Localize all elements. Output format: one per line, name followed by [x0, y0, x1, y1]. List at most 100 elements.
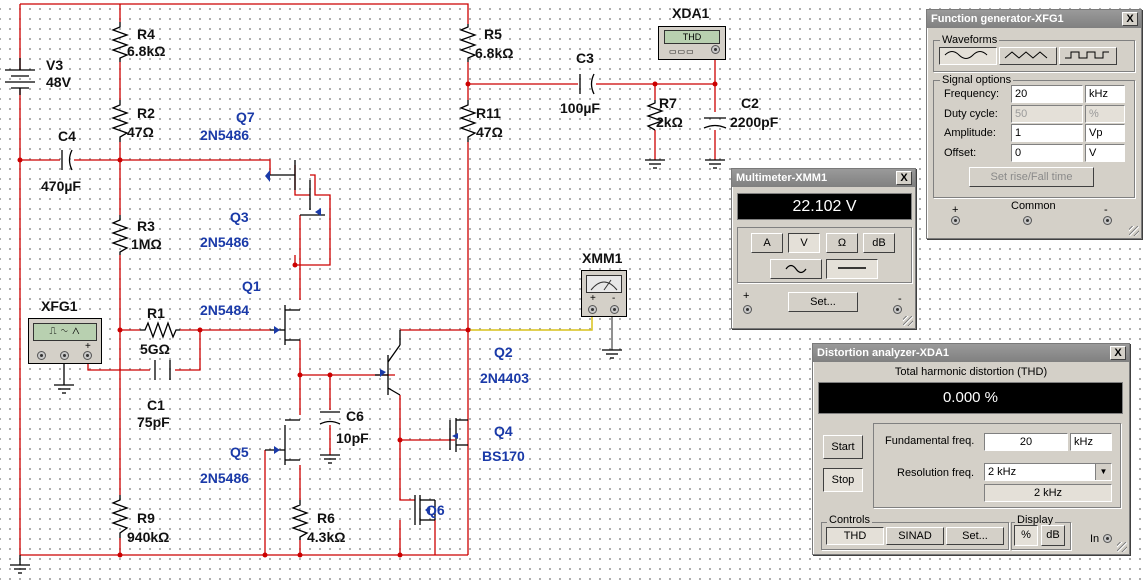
- function-generator-window[interactable]: Function generator-XFG1 X Waveforms Sign…: [926, 9, 1142, 239]
- resolution-freq-value: 2 kHz: [988, 466, 1017, 478]
- dc-line-icon: [838, 267, 866, 269]
- amplitude-input[interactable]: 1: [1011, 124, 1083, 142]
- xfg1-ref: XFG1: [41, 298, 78, 314]
- r7-ref: R7: [659, 95, 677, 111]
- multimeter-display: 22.102 V: [737, 193, 912, 220]
- start-button[interactable]: Start: [823, 435, 863, 459]
- signal-options-label: Signal options: [940, 74, 1014, 86]
- q3-ref: Q3: [230, 209, 249, 225]
- chevron-down-icon[interactable]: ▼: [1095, 464, 1111, 480]
- r2-ref: R2: [137, 105, 155, 121]
- c3-ref: C3: [576, 50, 594, 66]
- distortion-analyzer-instrument[interactable]: THD ▭▭▭: [658, 26, 726, 60]
- r1-ref: R1: [147, 305, 165, 321]
- frequency-settings-group: [873, 423, 1121, 508]
- da-terminal-in[interactable]: [1103, 534, 1112, 543]
- ground-icon-r7: [645, 159, 665, 169]
- multimeter-set-button[interactable]: Set...: [788, 292, 858, 312]
- r7-value: 2kΩ: [656, 114, 683, 130]
- capacitor-c2-symbol: [703, 117, 727, 129]
- da-close-button[interactable]: X: [1110, 346, 1126, 360]
- mm-minus-label: -: [898, 293, 902, 305]
- da-title: Distortion analyzer-XDA1: [817, 347, 950, 359]
- xda1-screen: THD: [664, 30, 720, 44]
- fundamental-freq-unit[interactable]: kHz: [1070, 433, 1112, 451]
- mm-close-button[interactable]: X: [896, 171, 912, 185]
- set-rise-fall-button[interactable]: Set rise/Fall time: [969, 167, 1094, 187]
- mm-terminal-plus[interactable]: [743, 305, 752, 314]
- q7-ref: Q7: [236, 109, 255, 125]
- distortion-analyzer-window[interactable]: Distortion analyzer-XDA1 X Total harmoni…: [812, 343, 1130, 555]
- c4-value: 470µF: [41, 178, 81, 194]
- fg-close-button[interactable]: X: [1122, 12, 1138, 26]
- c1-ref: C1: [147, 397, 165, 413]
- xda1-terminal-in[interactable]: [711, 45, 720, 54]
- ground-icon-main: [10, 555, 30, 574]
- function-generator-instrument[interactable]: ⎍ ∿ ⋀ +: [28, 318, 102, 364]
- mode-ohmmeter-button[interactable]: Ω: [826, 233, 858, 253]
- mode-voltmeter-button[interactable]: V: [788, 233, 820, 253]
- sine-wave-button[interactable]: [939, 47, 997, 65]
- fundamental-freq-label: Fundamental freq.: [885, 435, 975, 447]
- transistor-q6-symbol: [414, 495, 436, 525]
- stop-button[interactable]: Stop: [823, 468, 863, 492]
- mode-db-button[interactable]: dB: [863, 233, 895, 253]
- frequency-input[interactable]: 20: [1011, 85, 1083, 103]
- xfg1-terminal-minus[interactable]: [37, 351, 46, 360]
- triangle-wave-button[interactable]: [999, 47, 1057, 65]
- thd-label: Total harmonic distortion (THD): [894, 366, 1048, 378]
- display-label: Display: [1015, 514, 1056, 526]
- multimeter-window[interactable]: Multimeter-XMM1 X 22.102 V A V Ω dB + Se…: [731, 168, 916, 329]
- thd-mode-button[interactable]: THD: [826, 527, 884, 545]
- ac-mode-button[interactable]: [770, 259, 822, 279]
- r3-ref: R3: [137, 218, 155, 234]
- da-set-button[interactable]: Set...: [946, 527, 1004, 545]
- q4-value: BS170: [482, 448, 525, 464]
- fg-resize-grip[interactable]: [1129, 226, 1139, 236]
- q6-ref: Q6: [426, 502, 445, 518]
- resistor-r11-symbol: [459, 100, 477, 142]
- thd-display: 0.000 %: [818, 382, 1123, 414]
- offset-input[interactable]: 0: [1011, 144, 1083, 162]
- xmm1-terminal-minus[interactable]: [610, 305, 619, 314]
- square-wave-button[interactable]: [1059, 47, 1117, 65]
- fg-terminal-minus[interactable]: [1103, 216, 1112, 225]
- frequency-unit[interactable]: kHz: [1085, 85, 1125, 103]
- c1-value: 75pF: [137, 414, 170, 430]
- c6-value: 10pF: [336, 430, 369, 446]
- c4-ref: C4: [58, 128, 76, 144]
- ground-icon-c2: [705, 159, 725, 169]
- xfg1-terminal-plus[interactable]: [83, 351, 92, 360]
- offset-label: Offset:: [944, 147, 977, 159]
- controls-group: [821, 522, 1009, 550]
- mm-resize-grip[interactable]: [903, 316, 913, 326]
- resolution-freq-select[interactable]: 2 kHz ▼: [984, 463, 1112, 481]
- xmm1-terminal-plus[interactable]: [588, 305, 597, 314]
- c2-ref: C2: [741, 95, 759, 111]
- dc-mode-button[interactable]: [826, 259, 878, 279]
- r5-ref: R5: [484, 26, 502, 42]
- triangle-wave-icon: [1004, 51, 1048, 59]
- sinad-mode-button[interactable]: SINAD: [886, 527, 944, 545]
- fg-terminal-common[interactable]: [1023, 216, 1032, 225]
- meter-dial-icon: [586, 275, 622, 293]
- mm-titlebar[interactable]: Multimeter-XMM1 X: [732, 169, 915, 187]
- r4-ref: R4: [137, 26, 155, 42]
- mm-title: Multimeter-XMM1: [736, 172, 828, 184]
- amplitude-unit[interactable]: Vp: [1085, 124, 1125, 142]
- mode-ammeter-button[interactable]: A: [751, 233, 783, 253]
- resistor-r9-symbol: [111, 495, 129, 538]
- fundamental-freq-input[interactable]: 20: [984, 433, 1068, 451]
- mm-terminal-minus[interactable]: [893, 305, 902, 314]
- xfg1-terminal-common[interactable]: [60, 351, 69, 360]
- da-resize-grip[interactable]: [1117, 542, 1127, 552]
- fg-titlebar[interactable]: Function generator-XFG1 X: [927, 10, 1141, 28]
- resistor-r5-symbol: [459, 24, 477, 62]
- display-percent-button[interactable]: %: [1014, 525, 1038, 546]
- da-titlebar[interactable]: Distortion analyzer-XDA1 X: [813, 344, 1129, 362]
- display-db-button[interactable]: dB: [1041, 525, 1065, 546]
- offset-unit[interactable]: V: [1085, 144, 1125, 162]
- multimeter-instrument[interactable]: + -: [581, 270, 627, 317]
- fg-terminal-plus[interactable]: [951, 216, 960, 225]
